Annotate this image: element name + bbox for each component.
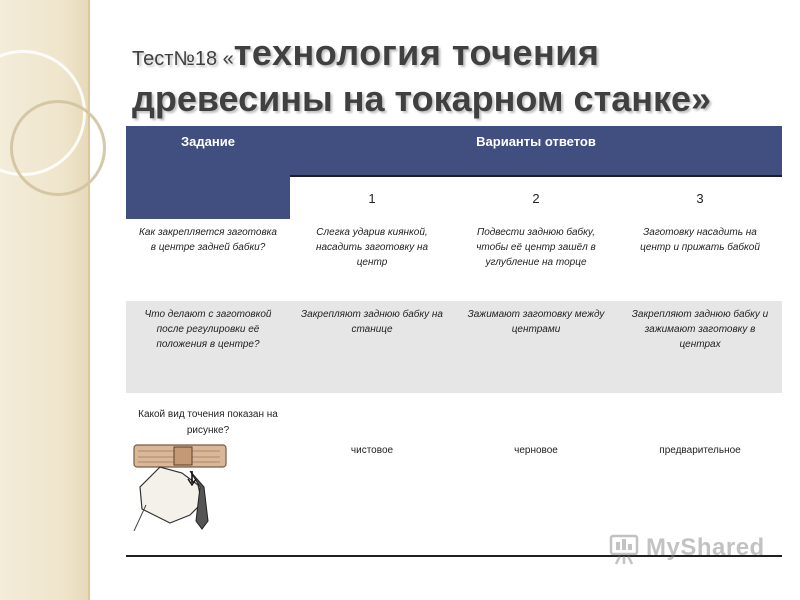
answer-cell: Слегка ударив киянкой, насадить заготовк…: [290, 219, 454, 301]
answer-cell: Закрепляют заднюю бабку на станице: [290, 301, 454, 393]
quiz-table: Задание Варианты ответов 1 2 3 Как закре…: [126, 126, 783, 557]
answer-cell: Заготовку насадить на центр и прижать ба…: [618, 219, 783, 301]
answer-text: чистовое: [350, 445, 394, 456]
myshared-logo-icon: [609, 534, 639, 565]
question-cell: Как закрепляется заготовка в центре задн…: [126, 219, 290, 301]
turning-illustration: [133, 444, 227, 532]
answer-cell: предварительное: [618, 393, 783, 555]
answer-text: предварительное: [659, 445, 741, 456]
watermark-text: MyShared: [646, 534, 765, 561]
header-spacer: [126, 176, 290, 219]
question-cell: Что делают с заготовкой после регулировк…: [126, 301, 290, 393]
table-row: Что делают с заготовкой после регулировк…: [126, 301, 783, 393]
question-cell: Какой вид точения показан на рисунке?: [126, 393, 290, 555]
answer-cell: Подвести заднюю бабку, чтобы её центр за…: [454, 219, 618, 301]
watermark: MyShared: [606, 532, 786, 572]
table-row: Как закрепляется заготовка в центре задн…: [126, 219, 783, 301]
answer-cell: Зажимают заготовку между центрами: [454, 301, 618, 393]
answer-number: 3: [618, 175, 783, 219]
answer-cell: чистовое: [290, 393, 454, 555]
table-row: Какой вид точения показан на рисунке? чи…: [126, 393, 783, 555]
decorative-circle: [10, 100, 106, 196]
answer-number: 2: [454, 175, 618, 219]
title-prefix: Тест№18 «: [132, 48, 234, 70]
numbers-row: 1 2 3: [126, 175, 783, 219]
answer-cell: черновое: [454, 393, 618, 555]
answer-number: 1: [290, 175, 454, 219]
title-part2: древесины на токарном станке»: [132, 78, 712, 119]
header-row: Задание Варианты ответов: [126, 126, 783, 176]
question-text: Какой вид точения показан на рисунке?: [138, 409, 278, 436]
title-line-1: Тест№18 «технология точения: [132, 32, 772, 74]
answer-text: черновое: [514, 445, 558, 456]
slide-title: Тест№18 «технология точения древесины на…: [132, 32, 772, 120]
title-part1: технология точения: [233, 32, 600, 73]
decorative-side-band: [0, 0, 106, 600]
header-answers: Варианты ответов: [290, 126, 783, 176]
answer-cell: Закрепляют заднюю бабку и зажимают загот…: [618, 301, 783, 393]
header-task: Задание: [126, 126, 290, 176]
